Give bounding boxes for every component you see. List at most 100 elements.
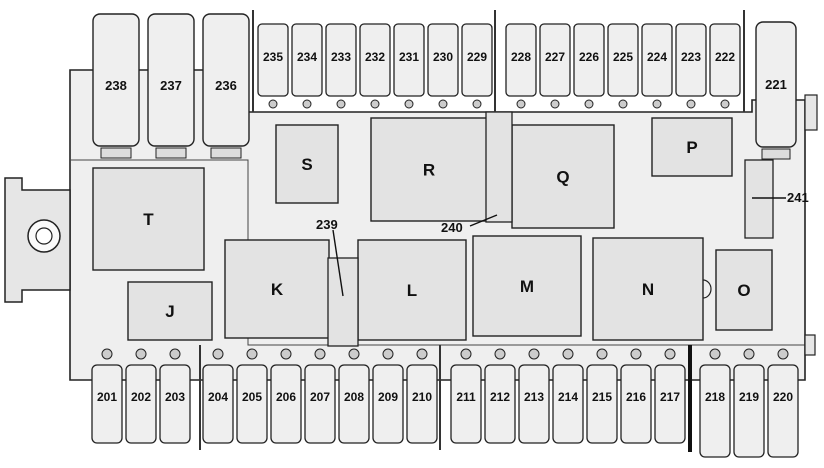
fuse-234-label: 234 xyxy=(297,50,317,64)
top-large-fuse-group: 238 237 236 xyxy=(92,13,250,159)
fuse-228-label: 228 xyxy=(511,50,531,64)
fuse-213-label: 213 xyxy=(524,390,544,404)
fuse-225-label: 225 xyxy=(613,50,633,64)
fuse-233-contact xyxy=(336,99,346,109)
right-side-clip-lower xyxy=(804,334,816,356)
fuse-222 xyxy=(709,23,741,97)
relay-S xyxy=(275,124,339,204)
fuse-226-label: 226 xyxy=(579,50,599,64)
relay-N xyxy=(592,237,704,341)
fuse-207 xyxy=(304,364,336,444)
fuse-206-label: 206 xyxy=(276,390,296,404)
fuse-224-label: 224 xyxy=(647,50,667,64)
fuse-213-contact xyxy=(528,348,540,360)
relay-O xyxy=(715,249,773,331)
fuse-231-label: 231 xyxy=(399,50,419,64)
relay-R xyxy=(370,117,488,222)
fuse-237-label: 237 xyxy=(160,78,182,93)
fuse-238 xyxy=(92,13,140,147)
fuse-208-contact xyxy=(348,348,360,360)
top-right-fuse: 221 xyxy=(755,21,797,160)
right-side-clip xyxy=(804,94,818,131)
fuse-227-label: 227 xyxy=(545,50,565,64)
relay-P-label: P xyxy=(686,138,697,157)
fuse-230-contact xyxy=(438,99,448,109)
fuse-228-contact xyxy=(516,99,526,109)
relay-N-label: N xyxy=(642,280,654,299)
fuse-221-label: 221 xyxy=(765,77,787,92)
fuse-220-label: 220 xyxy=(773,390,793,404)
relay-K-label: K xyxy=(271,280,284,299)
fuse-217-contact xyxy=(664,348,676,360)
fuse-209-label: 209 xyxy=(378,390,398,404)
fuse-201-label: 201 xyxy=(97,390,117,404)
fuse-221-terminal xyxy=(761,148,791,160)
fuse-209-contact xyxy=(382,348,394,360)
fuse-235-contact xyxy=(268,99,278,109)
relay-T xyxy=(92,167,205,271)
fuse-236-label: 236 xyxy=(215,78,237,93)
fuse-225-contact xyxy=(618,99,628,109)
clip-240 xyxy=(485,111,513,223)
fuse-215 xyxy=(586,364,618,444)
fuse-206-contact xyxy=(280,348,292,360)
fuse-225 xyxy=(607,23,639,97)
fuse-234 xyxy=(291,23,323,97)
fuse-232 xyxy=(359,23,391,97)
relay-J-label: J xyxy=(165,302,174,321)
callout-line-239 xyxy=(332,229,344,297)
fuse-232-contact xyxy=(370,99,380,109)
fuse-218 xyxy=(699,364,731,458)
fuse-229 xyxy=(461,23,493,97)
fuse-205 xyxy=(236,364,268,444)
fuse-219-label: 219 xyxy=(739,390,759,404)
fuse-211-label: 211 xyxy=(456,390,476,404)
fuse-202 xyxy=(125,364,157,444)
fuse-230 xyxy=(427,23,459,97)
fuse-229-contact xyxy=(472,99,482,109)
fuse-229-label: 229 xyxy=(467,50,487,64)
fuse-236 xyxy=(202,13,250,147)
fuse-206 xyxy=(270,364,302,444)
fuse-227-contact xyxy=(550,99,560,109)
fuse-233-label: 233 xyxy=(331,50,351,64)
fuse-205-contact xyxy=(246,348,258,360)
fuse-211-contact xyxy=(460,348,472,360)
fuse-220 xyxy=(767,364,799,458)
fuse-235 xyxy=(257,23,289,97)
fuse-218-contact xyxy=(709,348,721,360)
relay-J xyxy=(127,281,213,341)
fuse-233 xyxy=(325,23,357,97)
fuse-219-contact xyxy=(743,348,755,360)
relay-K xyxy=(224,239,330,339)
fuse-223 xyxy=(675,23,707,97)
fuse-221 xyxy=(755,21,797,148)
fuse-214-contact xyxy=(562,348,574,360)
fuse-234-contact xyxy=(302,99,312,109)
relay-R-label: R xyxy=(423,161,435,180)
fuse-215-contact xyxy=(596,348,608,360)
fuse-201-contact xyxy=(101,348,113,360)
relay-S-label: S xyxy=(301,155,312,174)
fuse-222-label: 222 xyxy=(715,50,735,64)
fuse-226-contact xyxy=(584,99,594,109)
fuse-214-label: 214 xyxy=(558,390,578,404)
fuse-203-contact xyxy=(169,348,181,360)
fuse-238-label: 238 xyxy=(105,78,127,93)
fuse-209 xyxy=(372,364,404,444)
fuse-237-terminal xyxy=(155,147,187,159)
relay-N-notch xyxy=(702,279,712,299)
mounting-hole-inner xyxy=(35,227,53,245)
fuse-226 xyxy=(573,23,605,97)
fuse-231-contact xyxy=(404,99,414,109)
fuse-202-contact xyxy=(135,348,147,360)
fuse-217-label: 217 xyxy=(660,390,680,404)
fuse-238-terminal xyxy=(100,147,132,159)
relay-L-label: L xyxy=(407,281,417,300)
fuse-211 xyxy=(450,364,482,444)
fuse-204-label: 204 xyxy=(208,390,228,404)
fuse-223-label: 223 xyxy=(681,50,701,64)
